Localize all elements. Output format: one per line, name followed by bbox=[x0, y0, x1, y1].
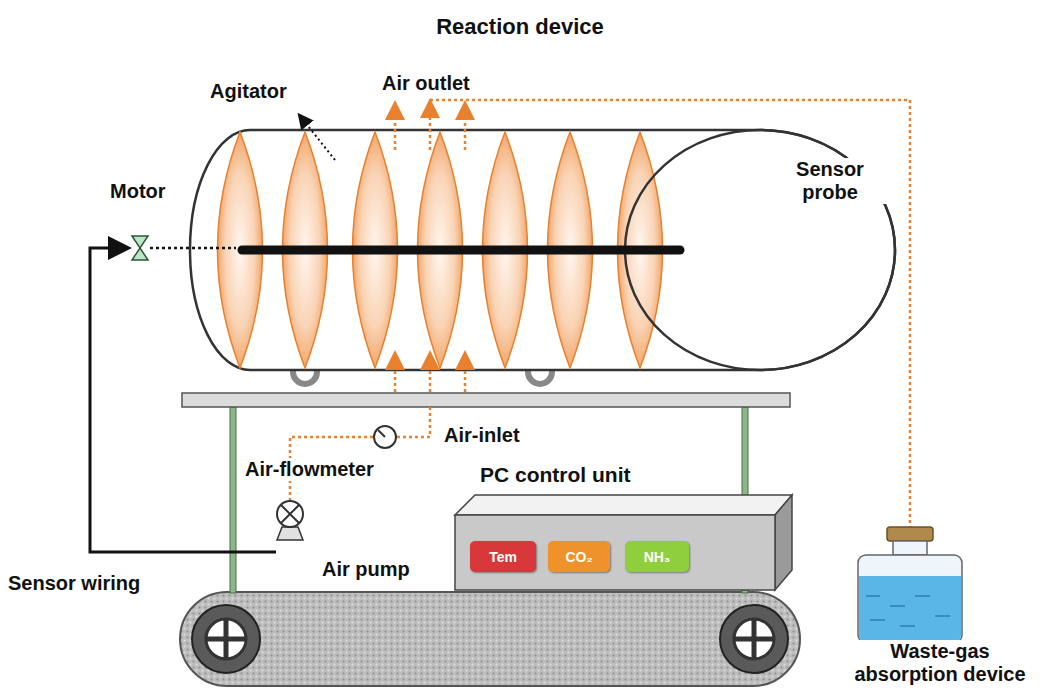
leader-line bbox=[300, 116, 335, 160]
reactor-body bbox=[190, 130, 895, 370]
diagram-title: Reaction device bbox=[0, 14, 1040, 40]
table-top bbox=[182, 393, 790, 407]
unit-heading: PC control unit bbox=[455, 463, 792, 487]
wheel bbox=[720, 605, 788, 673]
sensor-indicator: Tem bbox=[470, 541, 536, 572]
shaft bbox=[242, 246, 680, 255]
sensor-indicator: CO₂ bbox=[548, 541, 610, 572]
control-box bbox=[455, 495, 792, 590]
part-label: Air-flowmeter bbox=[243, 458, 376, 481]
motor-symbol bbox=[132, 236, 148, 260]
absorption-bottle bbox=[858, 527, 962, 643]
sensor-wire bbox=[90, 248, 276, 552]
conveyor-belt bbox=[180, 592, 800, 686]
part-label: Motor bbox=[108, 180, 168, 203]
part-label: Waste-gas absorption device bbox=[840, 640, 1040, 686]
part-label: Sensor wiring bbox=[6, 572, 142, 595]
air-flow bbox=[290, 100, 910, 566]
wheel bbox=[192, 605, 260, 673]
table-leg bbox=[230, 407, 236, 593]
sensor-indicator: NH₃ bbox=[625, 541, 689, 572]
indicator-text: NH₃ bbox=[644, 549, 671, 565]
part-label: Agitator bbox=[208, 80, 289, 103]
air-pump-symbol bbox=[277, 501, 303, 540]
indicator-text: Tem bbox=[489, 549, 517, 565]
part-label: Air-inlet bbox=[442, 424, 522, 447]
flowmeter-symbol bbox=[374, 426, 396, 448]
part-label: Sensor probe bbox=[772, 158, 888, 204]
indicator-text: CO₂ bbox=[565, 549, 592, 565]
control-unit: PC control unitTem CO₂ NH₃ bbox=[455, 463, 792, 590]
part-label: Air pump bbox=[320, 558, 412, 581]
part-label: Air outlet bbox=[380, 72, 472, 95]
motor-coupling bbox=[150, 247, 236, 250]
